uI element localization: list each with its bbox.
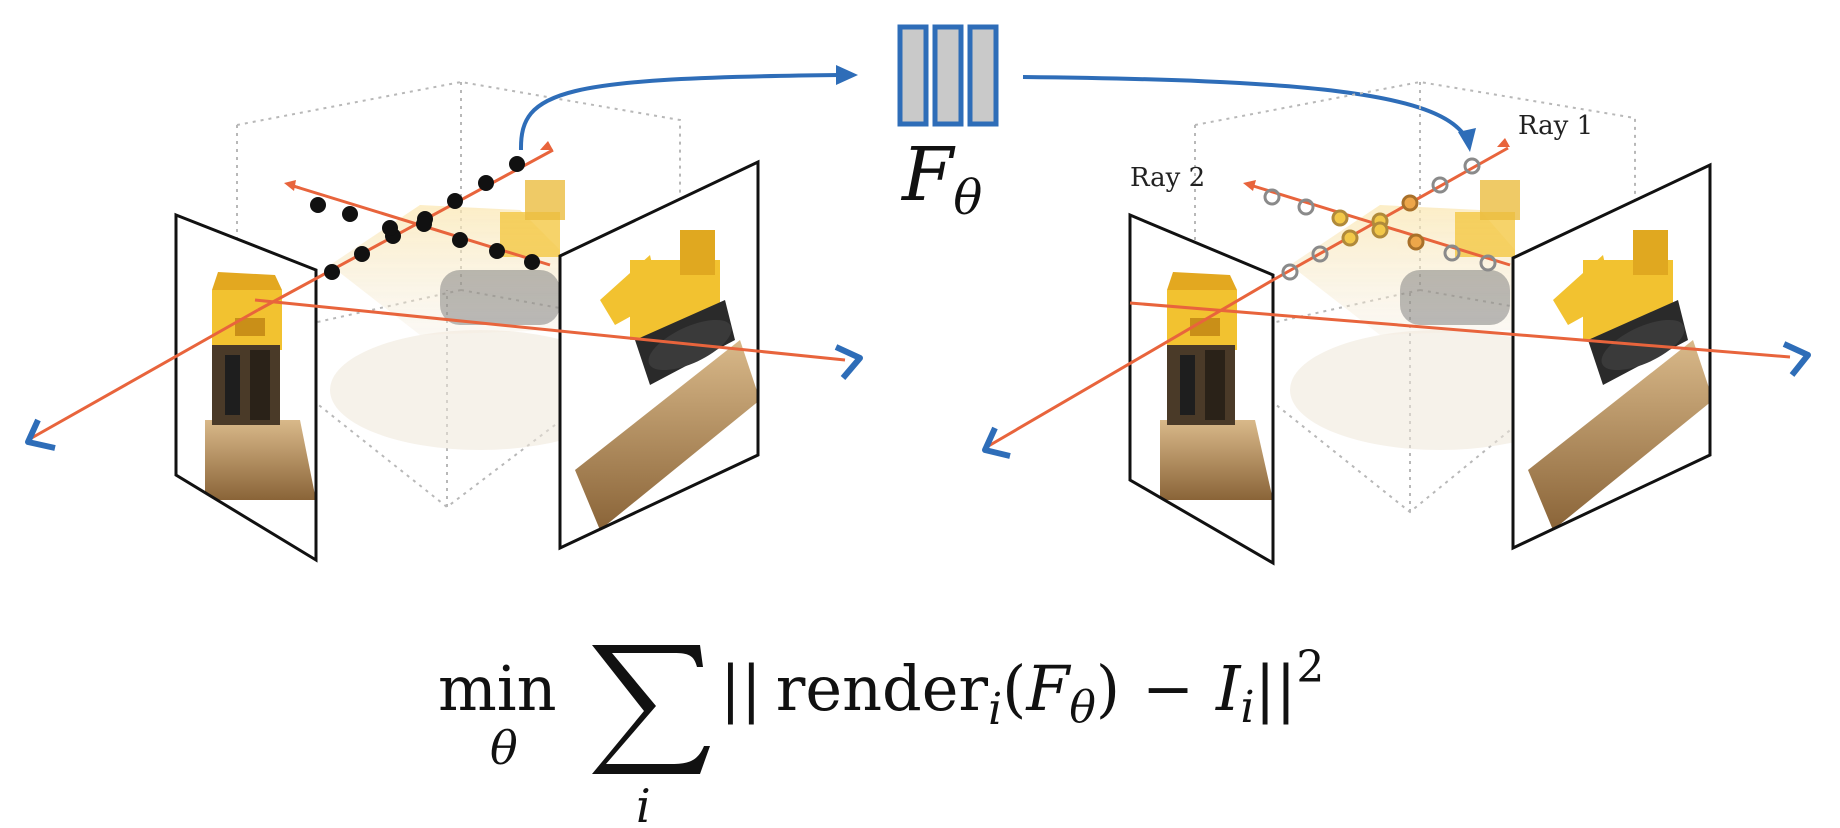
left-camera-marker-2 bbox=[834, 344, 863, 380]
equation-body: ||renderi(Fθ)−Ii||2 bbox=[720, 642, 1324, 735]
left-sample-points bbox=[310, 156, 540, 280]
flow-arrow-in bbox=[518, 65, 858, 151]
left-scene bbox=[25, 80, 863, 563]
summation-symbol bbox=[592, 645, 710, 774]
network-layers bbox=[897, 24, 999, 127]
right-camera-image-2 bbox=[1511, 162, 1712, 551]
right-camera-marker-1 bbox=[982, 426, 1011, 459]
left-camera-image-2 bbox=[558, 159, 760, 551]
right-camera-marker-2 bbox=[1782, 341, 1811, 377]
equation-min: min bbox=[438, 652, 557, 725]
right-camera-image-1 bbox=[1128, 212, 1275, 566]
ray-2-label: Ray 2 bbox=[1130, 163, 1205, 193]
summation-subscript: i bbox=[636, 779, 651, 828]
right-rays bbox=[984, 138, 1791, 450]
left-camera-image-1 bbox=[174, 212, 318, 563]
loss-equation: min θ i ||renderi(Fθ)−Ii||2 bbox=[438, 642, 1324, 828]
ray-1-label: Ray 1 bbox=[1518, 111, 1593, 141]
left-ghost-bulldozer bbox=[330, 180, 630, 450]
equation-min-subscript: θ bbox=[490, 721, 518, 775]
right-sample-points bbox=[1263, 157, 1497, 281]
left-camera-marker-1 bbox=[25, 418, 56, 451]
network-label: Fθ bbox=[900, 132, 982, 226]
right-scene: Ray 1 Ray 2 bbox=[982, 80, 1811, 566]
network-block: Fθ bbox=[897, 24, 999, 226]
flow-arrow-out bbox=[1022, 75, 1476, 152]
